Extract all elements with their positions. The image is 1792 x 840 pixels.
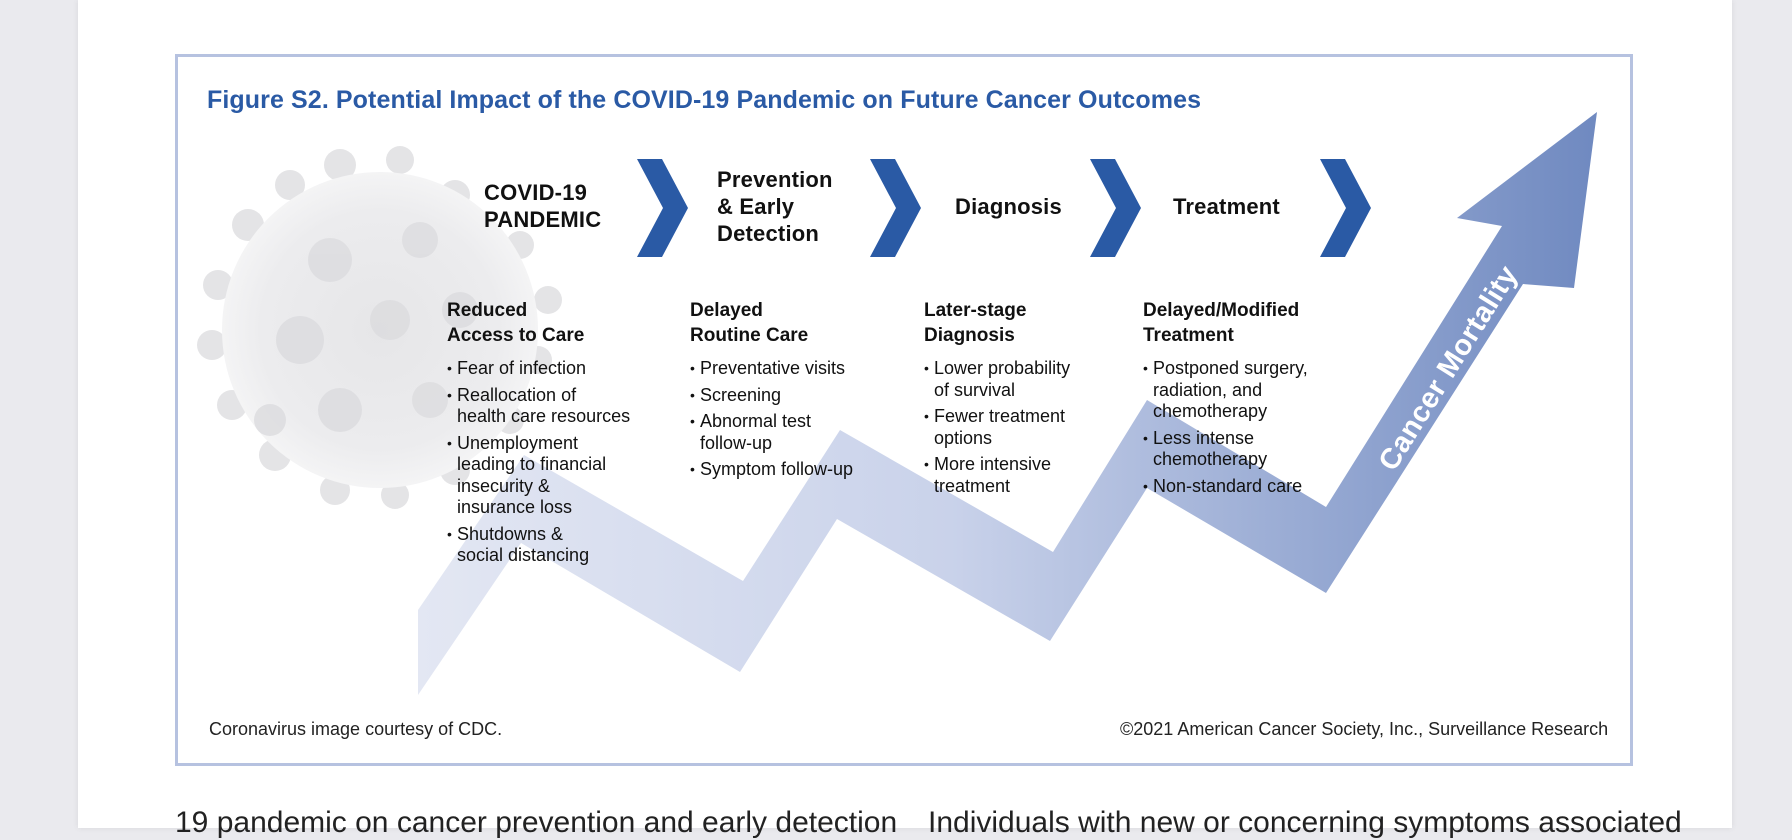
list-item: Symptom follow-up [690,459,890,481]
list-item: Preventative visits [690,358,890,380]
column-later-stage-diagnosis: Later-stage Diagnosis Lower probability … [924,298,1114,502]
list-item: Postponed surgery, radiation, and chemot… [1143,358,1343,423]
column-reduced-access: Reduced Access to Care Fear of infection… [447,298,657,572]
stage-diagnosis: Diagnosis [955,193,1062,220]
stage-treatment: Treatment [1173,193,1280,220]
bullet-list: Preventative visits Screening Abnormal t… [690,358,890,481]
list-item: More intensive treatment [924,454,1114,497]
chevron-right-icon [637,159,688,257]
list-item: Less intense chemotherapy [1143,428,1343,471]
column-heading: Delayed/Modified Treatment [1143,300,1300,346]
body-text-right: Individuals with new or concerning sympt… [928,806,1682,839]
column-heading: Later-stage Diagnosis [924,300,1027,346]
column-heading: Delayed Routine Care [690,300,809,346]
stage-prevention: Prevention & Early Detection [717,166,833,247]
trend-arrow [418,112,1597,695]
list-item: Non-standard care [1143,476,1343,498]
list-item: Screening [690,385,890,407]
column-delayed-routine-care: Delayed Routine Care Preventative visits… [690,298,890,486]
stage-label: COVID-19 PANDEMIC [484,180,602,232]
stage-label: Treatment [1173,194,1280,219]
stage-label: Diagnosis [955,194,1062,219]
list-item: Unemployment leading to financial insecu… [447,433,657,519]
stage-label: Prevention & Early Detection [717,167,833,246]
list-item: Lower probability of survival [924,358,1114,401]
body-text-left: 19 pandemic on cancer prevention and ear… [175,806,898,839]
column-delayed-modified-treatment: Delayed/Modified Treatment Postponed sur… [1143,298,1343,502]
bullet-list: Fear of infection Reallocation of health… [447,358,657,567]
chevron-right-icon [1320,159,1371,257]
stage-covid-pandemic: COVID-19 PANDEMIC [484,179,601,233]
list-item: Fear of infection [447,358,657,380]
bullet-list: Postponed surgery, radiation, and chemot… [1143,358,1343,497]
figure-title: Figure S2. Potential Impact of the COVID… [207,86,1202,114]
image-credit: Coronavirus image courtesy of CDC. [209,719,503,739]
list-item: Reallocation of health care resources [447,385,657,428]
list-item: Shutdowns & social distancing [447,524,657,567]
copyright-notice: ©2021 American Cancer Society, Inc., Sur… [1120,719,1609,739]
chevron-right-icon [870,159,921,257]
list-item: Abnormal test follow-up [690,411,890,454]
column-heading: Reduced Access to Care [447,300,585,346]
bullet-list: Lower probability of survival Fewer trea… [924,358,1114,497]
chevron-right-icon [1090,159,1141,257]
list-item: Fewer treatment options [924,406,1114,449]
